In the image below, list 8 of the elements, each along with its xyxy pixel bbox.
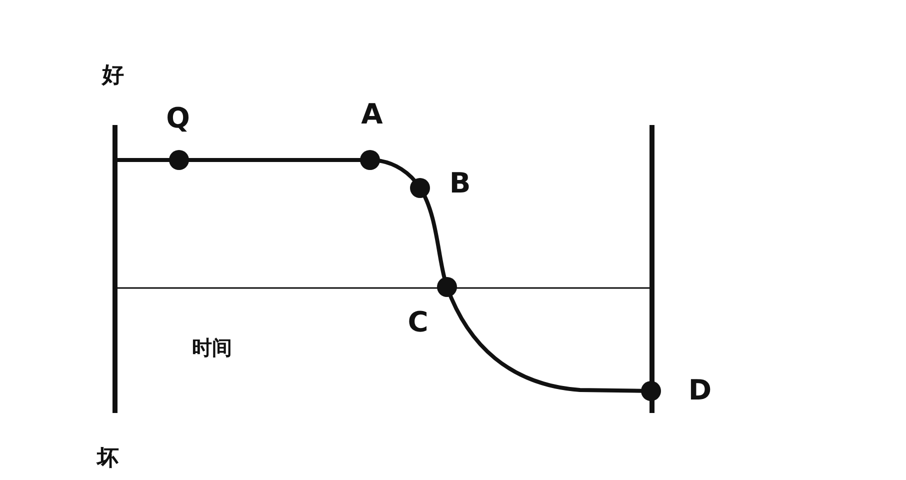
axis-label: 时间 [192, 334, 232, 362]
point-label: A [361, 98, 383, 130]
axis-label: 好 [102, 62, 124, 90]
point-label: D [688, 374, 712, 406]
point-label: Q [166, 102, 190, 134]
point-label: B [449, 166, 471, 200]
point-label: C [408, 306, 428, 338]
axis-label: 坏 [97, 445, 119, 473]
